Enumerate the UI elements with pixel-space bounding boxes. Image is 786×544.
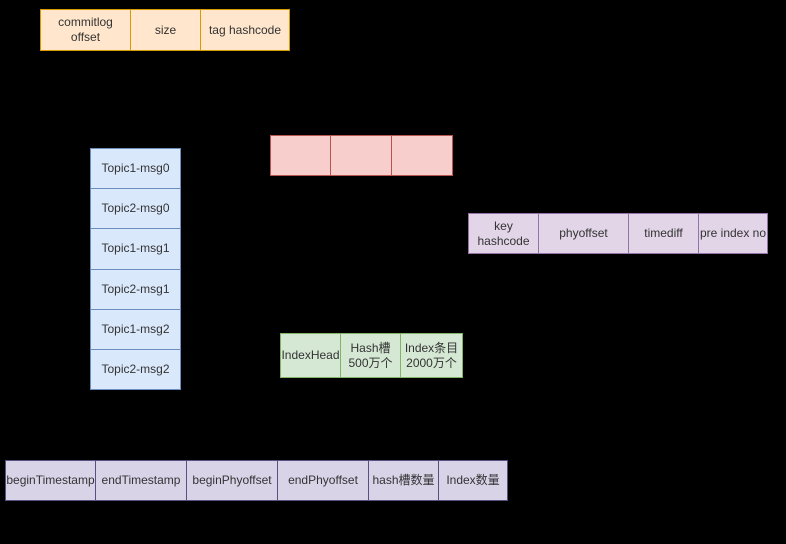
table-cell: timediff [629,214,699,253]
table-cell: Topic1-msg1 [91,229,180,270]
table-cell: beginPhyoffset [187,461,278,500]
table-cell: pre index no [699,214,767,253]
table-cell: Index数量 [439,461,507,500]
table-cell [392,136,452,175]
table-cell: Topic2-msg0 [91,189,180,230]
table-cell: Topic1-msg0 [91,149,180,190]
commitlog-entry-table: commitlog offset size tag hashcode [40,9,290,51]
table-cell: Topic2-msg2 [91,349,180,390]
table-cell: endPhyoffset [278,461,369,500]
table-cell: commitlog offset [41,10,131,50]
indexheader-table: beginTimestamp endTimestamp beginPhyoffs… [5,460,508,501]
table-cell [331,136,392,175]
commitlog-message-table: Topic1-msg0 Topic2-msg0 Topic1-msg1 Topi… [90,148,181,390]
indexfile-table: IndexHead Hash槽 500万个 Index条目 2000万个 [280,333,463,378]
table-cell: beginTimestamp [6,461,96,500]
table-cell: tag hashcode [201,10,289,50]
table-cell: key hashcode [469,214,539,253]
table-cell: Topic1-msg2 [91,309,180,350]
table-cell: hash槽数量 [369,461,439,500]
table-cell: Hash槽 500万个 [341,334,401,377]
table-cell: Index条目 2000万个 [401,334,462,377]
table-cell: Topic2-msg1 [91,269,180,310]
consumequeue-table [270,135,453,176]
table-cell: endTimestamp [96,461,187,500]
index-entry-table: key hashcode phyoffset timediff pre inde… [468,213,768,254]
table-cell: IndexHead [281,334,341,377]
table-cell: size [131,10,201,50]
table-cell: phyoffset [539,214,629,253]
table-cell [271,136,331,175]
